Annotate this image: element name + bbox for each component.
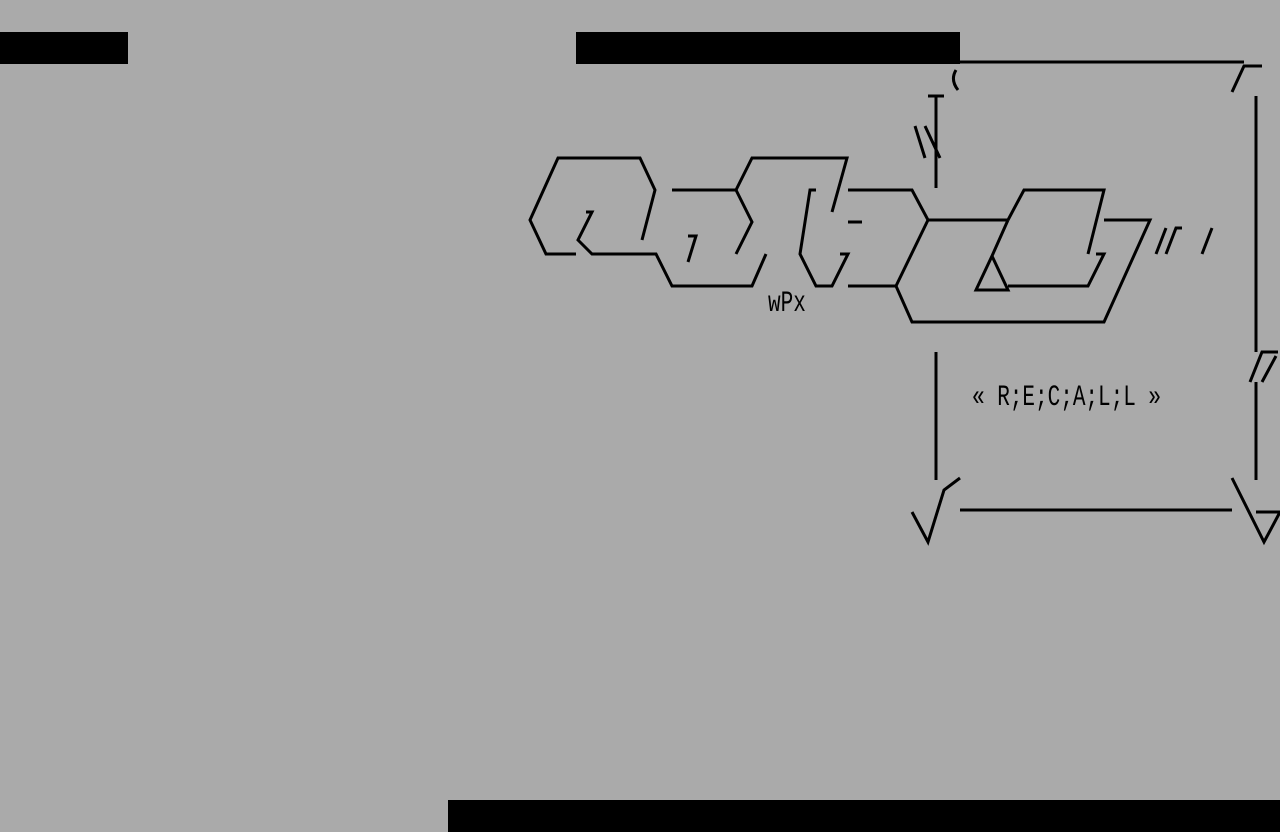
down-arrow-icon	[1230, 477, 1280, 546]
logo-art	[528, 156, 1214, 324]
frame	[913, 60, 1278, 512]
top-center-bar	[576, 32, 960, 64]
bottom-bar	[448, 800, 1280, 832]
down-arrow-icon	[910, 476, 961, 546]
tag-text: wPx	[768, 287, 806, 321]
top-left-bar	[0, 32, 128, 64]
recall-title: « R;E;C;A;L;L »	[972, 381, 1162, 415]
